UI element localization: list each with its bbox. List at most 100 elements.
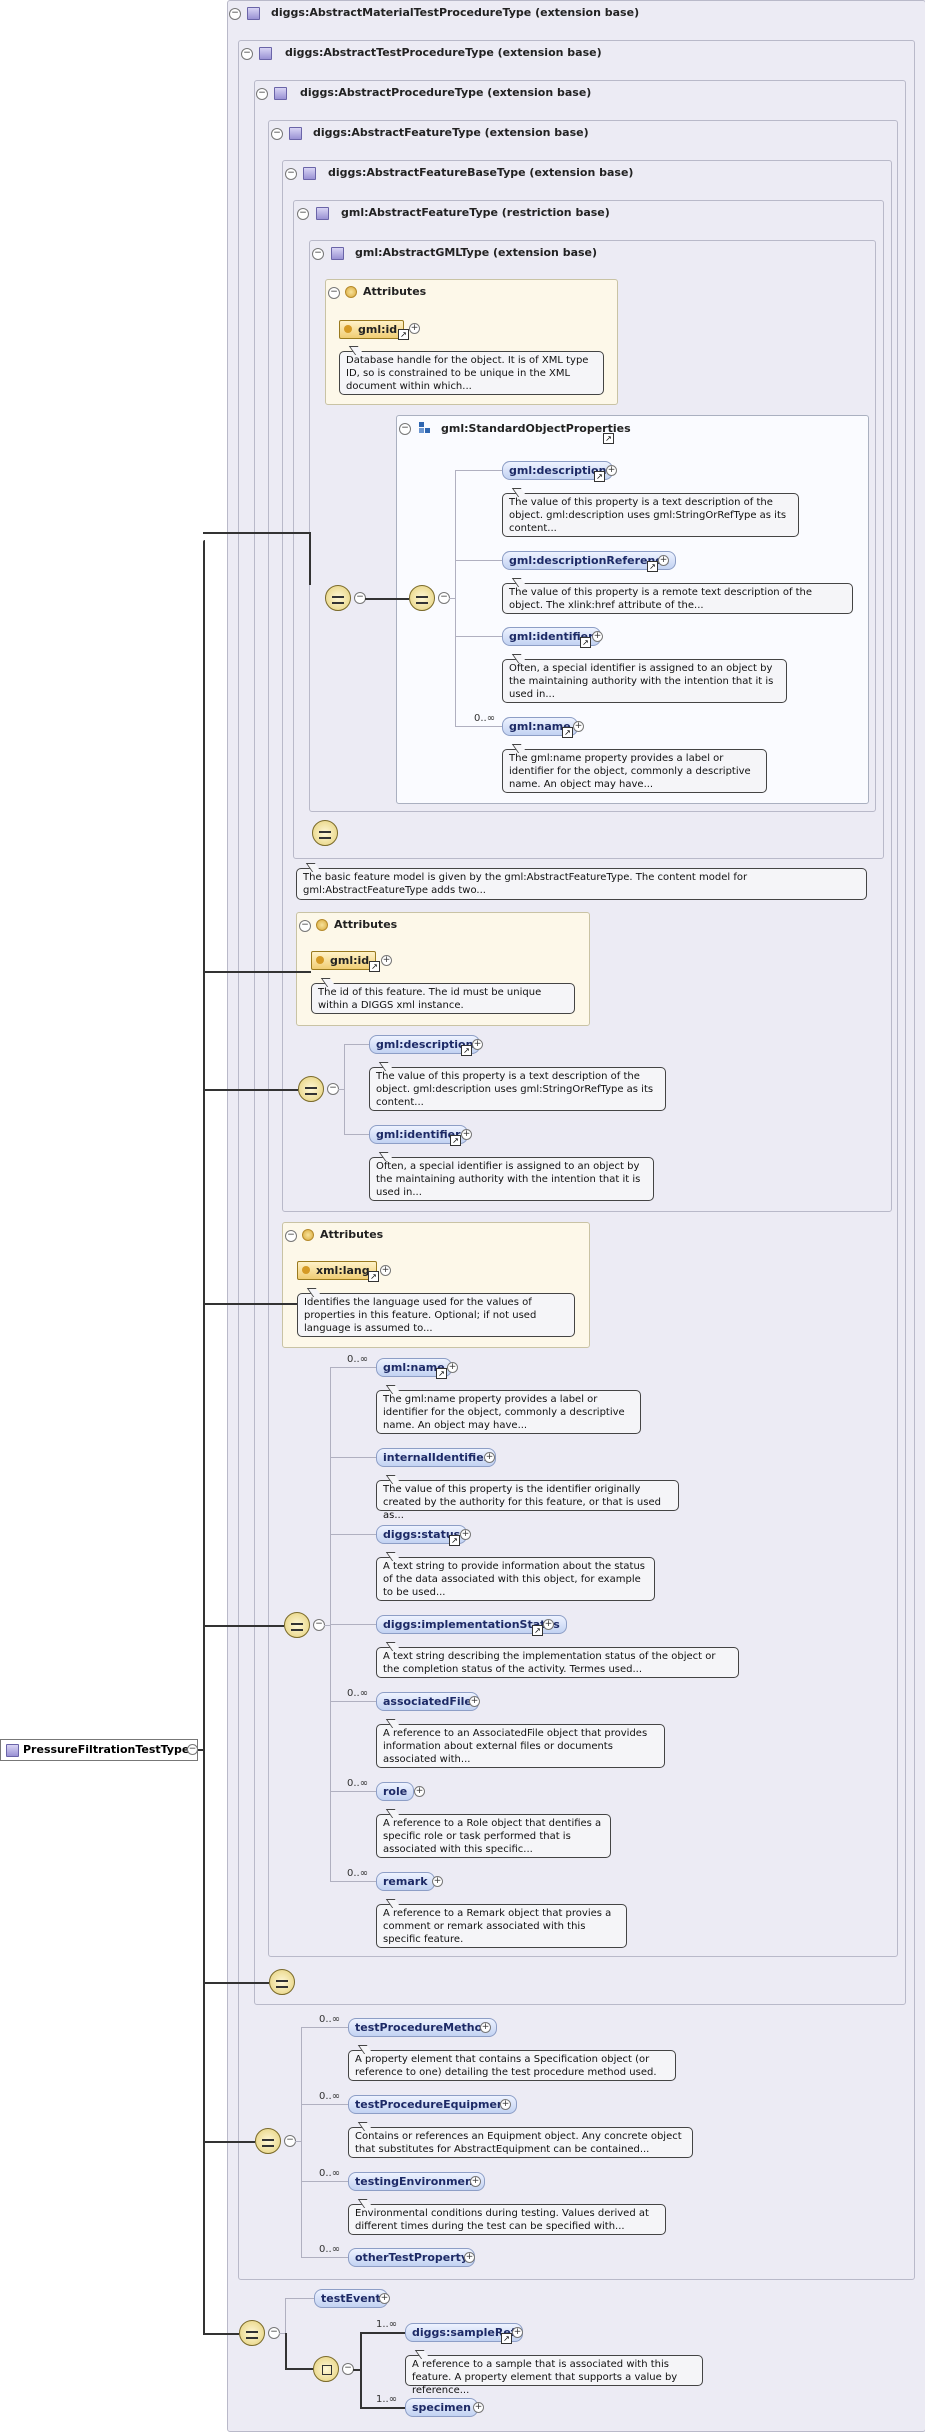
collapse-toggle[interactable]: − bbox=[256, 88, 268, 100]
collapse-toggle[interactable]: − bbox=[187, 1744, 198, 1755]
collapse-toggle[interactable]: − bbox=[285, 168, 297, 180]
expand-icon[interactable]: + bbox=[512, 2327, 523, 2338]
connector bbox=[285, 2368, 313, 2370]
link-arrow-icon[interactable]: ↗ bbox=[501, 2333, 512, 2344]
element-doc: Contains or references an Equipment obje… bbox=[348, 2127, 693, 2158]
link-arrow-icon[interactable]: ↗ bbox=[450, 1135, 461, 1146]
connector bbox=[301, 2257, 348, 2258]
root-type-node[interactable]: PressureFiltrationTestType bbox=[0, 1739, 199, 1761]
expand-icon[interactable]: + bbox=[470, 2176, 481, 2187]
collapse-toggle[interactable]: − bbox=[354, 592, 366, 604]
element-gml-name[interactable]: gml:name bbox=[502, 717, 578, 736]
connector bbox=[330, 1791, 376, 1792]
element-diggs-status[interactable]: diggs:status bbox=[376, 1525, 468, 1544]
sequence-icon[interactable] bbox=[255, 2128, 281, 2154]
collapse-toggle[interactable]: − bbox=[299, 920, 311, 932]
sequence-icon[interactable] bbox=[298, 1076, 324, 1102]
link-arrow-icon[interactable]: ↗ bbox=[461, 1045, 472, 1056]
sequence-icon[interactable] bbox=[284, 1612, 310, 1638]
expand-icon[interactable]: + bbox=[381, 955, 392, 966]
element-internal-identifier[interactable]: internalIdentifier bbox=[376, 1448, 497, 1467]
box-title: diggs:AbstractTestProcedureType (extensi… bbox=[285, 46, 602, 59]
collapse-toggle[interactable]: − bbox=[285, 1230, 297, 1242]
connector bbox=[338, 1089, 345, 1090]
link-arrow-icon[interactable]: ↗ bbox=[580, 637, 591, 648]
element-testing-environment[interactable]: testingEnvironment bbox=[348, 2172, 486, 2191]
expand-icon[interactable]: + bbox=[500, 2099, 511, 2110]
element-associated-file[interactable]: associatedFile bbox=[376, 1692, 479, 1711]
expand-icon[interactable]: + bbox=[592, 631, 603, 642]
connector bbox=[285, 2298, 286, 2333]
expand-icon[interactable]: + bbox=[460, 1529, 471, 1540]
link-arrow-icon[interactable]: ↗ bbox=[603, 433, 614, 444]
expand-icon[interactable]: + bbox=[573, 721, 584, 732]
complex-type-icon bbox=[247, 7, 260, 20]
attribute-gml-id[interactable]: gml:id bbox=[311, 951, 377, 970]
expand-icon[interactable]: + bbox=[461, 1129, 472, 1140]
connector bbox=[309, 532, 311, 585]
link-arrow-icon[interactable]: ↗ bbox=[368, 1271, 379, 1282]
link-arrow-icon[interactable]: ↗ bbox=[369, 961, 380, 972]
collapse-toggle[interactable]: − bbox=[399, 423, 411, 435]
collapse-toggle[interactable]: − bbox=[328, 287, 340, 299]
element-gml-identifier[interactable]: gml:identifier bbox=[369, 1125, 468, 1144]
expand-icon[interactable]: + bbox=[409, 323, 420, 334]
collapse-toggle[interactable]: − bbox=[312, 248, 324, 260]
expand-icon[interactable]: + bbox=[480, 2022, 491, 2033]
element-doc: A reference to a Role object that dentif… bbox=[376, 1814, 611, 1858]
attributes-title: Attributes bbox=[320, 1228, 384, 1241]
element-gml-name[interactable]: gml:name bbox=[376, 1358, 452, 1377]
link-arrow-icon[interactable]: ↗ bbox=[594, 471, 605, 482]
expand-icon[interactable]: + bbox=[469, 1696, 480, 1707]
element-test-event[interactable]: testEvent bbox=[314, 2289, 388, 2308]
expand-icon[interactable]: + bbox=[472, 1039, 483, 1050]
expand-icon[interactable]: + bbox=[379, 2293, 390, 2304]
connector bbox=[203, 2333, 239, 2335]
attribute-gml-id[interactable]: gml:id bbox=[339, 320, 405, 339]
expand-icon[interactable]: + bbox=[606, 465, 617, 476]
expand-icon[interactable]: + bbox=[432, 1876, 443, 1887]
expand-icon[interactable]: + bbox=[543, 1619, 554, 1630]
element-gml-description[interactable]: gml:description bbox=[502, 461, 614, 480]
expand-icon[interactable]: + bbox=[658, 555, 669, 566]
sequence-icon[interactable] bbox=[239, 2320, 265, 2346]
element-test-procedure-method[interactable]: testProcedureMethod bbox=[348, 2018, 498, 2037]
connector bbox=[203, 1089, 298, 1091]
link-arrow-icon[interactable]: ↗ bbox=[436, 1368, 447, 1379]
expand-icon[interactable]: + bbox=[473, 2402, 484, 2413]
link-arrow-icon[interactable]: ↗ bbox=[449, 1535, 460, 1546]
expand-icon[interactable]: + bbox=[414, 1786, 425, 1797]
element-diggs-sample-ref[interactable]: diggs:sampleRef bbox=[405, 2323, 523, 2342]
element-gml-description-reference[interactable]: gml:descriptionReference bbox=[502, 551, 677, 570]
link-arrow-icon[interactable]: ↗ bbox=[647, 561, 658, 572]
element-gml-identifier[interactable]: gml:identifier bbox=[502, 627, 601, 646]
element-test-procedure-equipment[interactable]: testProcedureEquipment bbox=[348, 2095, 518, 2114]
expand-icon[interactable]: + bbox=[484, 1452, 495, 1463]
element-other-test-property[interactable]: otherTestProperty bbox=[348, 2248, 476, 2267]
collapse-toggle[interactable]: − bbox=[229, 8, 241, 20]
expand-icon[interactable]: + bbox=[447, 1362, 458, 1373]
sequence-icon[interactable] bbox=[409, 585, 435, 611]
choice-icon[interactable] bbox=[313, 2356, 339, 2382]
sequence-icon[interactable] bbox=[312, 820, 338, 846]
root-type-label: PressureFiltrationTestType bbox=[23, 1743, 190, 1756]
link-arrow-icon[interactable]: ↗ bbox=[398, 329, 409, 340]
attribute-xml-lang[interactable]: xml:lang bbox=[297, 1261, 377, 1280]
element-diggs-implementation-status[interactable]: diggs:implementationStatus bbox=[376, 1615, 567, 1634]
collapse-toggle[interactable]: − bbox=[271, 128, 283, 140]
collapse-toggle[interactable]: − bbox=[241, 48, 253, 60]
element-specimen[interactable]: specimen bbox=[405, 2398, 478, 2417]
element-role[interactable]: role bbox=[376, 1782, 415, 1801]
expand-icon[interactable]: + bbox=[464, 2252, 475, 2263]
link-arrow-icon[interactable]: ↗ bbox=[562, 727, 573, 738]
connector bbox=[360, 2407, 405, 2409]
sequence-icon[interactable] bbox=[269, 1969, 295, 1995]
expand-icon[interactable]: + bbox=[380, 1265, 391, 1276]
link-arrow-icon[interactable]: ↗ bbox=[532, 1625, 543, 1636]
element-gml-description[interactable]: gml:description bbox=[369, 1035, 481, 1054]
collapse-toggle[interactable]: − bbox=[297, 208, 309, 220]
element-remark[interactable]: remark bbox=[376, 1872, 435, 1891]
sequence-icon[interactable] bbox=[325, 585, 351, 611]
connector bbox=[330, 1534, 376, 1535]
attributes-title: Attributes bbox=[363, 285, 427, 298]
